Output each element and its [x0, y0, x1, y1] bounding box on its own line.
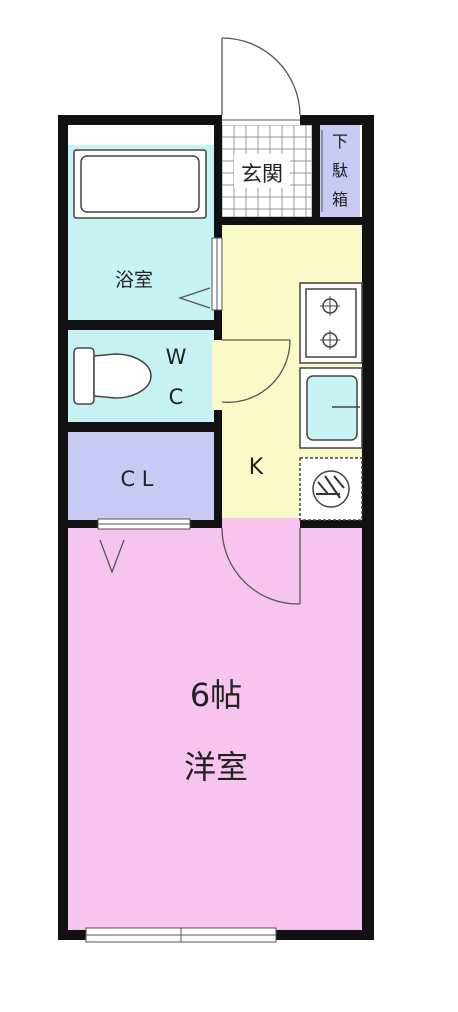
shoe-box-label-3: 箱 [332, 190, 348, 209]
kitchen-label: K [249, 455, 264, 480]
bath-label: 浴室 [115, 269, 153, 291]
western-size-label: 6帖 [190, 676, 242, 714]
closet-label: C L [120, 467, 153, 491]
western-door-swing [221, 527, 301, 605]
western-label: 洋室 [184, 748, 248, 786]
entrance-label: 玄関 [241, 162, 283, 186]
toilet-icon [73, 347, 152, 405]
washer-icon [299, 457, 363, 521]
door-swing-icon [221, 37, 301, 116]
toilet-label-w: W [166, 345, 187, 369]
shoe-box-fill [320, 125, 360, 217]
bathtub-icon [73, 149, 207, 219]
stove-icon [299, 282, 363, 364]
closet-door-mark [99, 539, 125, 574]
shoe-box-label-1: 下 [332, 132, 348, 151]
bath-door [211, 237, 223, 311]
toilet-label-c: C [169, 385, 184, 409]
shoe-box-label-2: 駄 [332, 161, 348, 180]
western-fill [68, 528, 362, 930]
sink-icon [299, 367, 363, 449]
closet-fill [68, 432, 214, 520]
entrance-label-bg [234, 154, 290, 188]
window-icon [85, 927, 277, 943]
toilet-door-swing [221, 339, 291, 403]
